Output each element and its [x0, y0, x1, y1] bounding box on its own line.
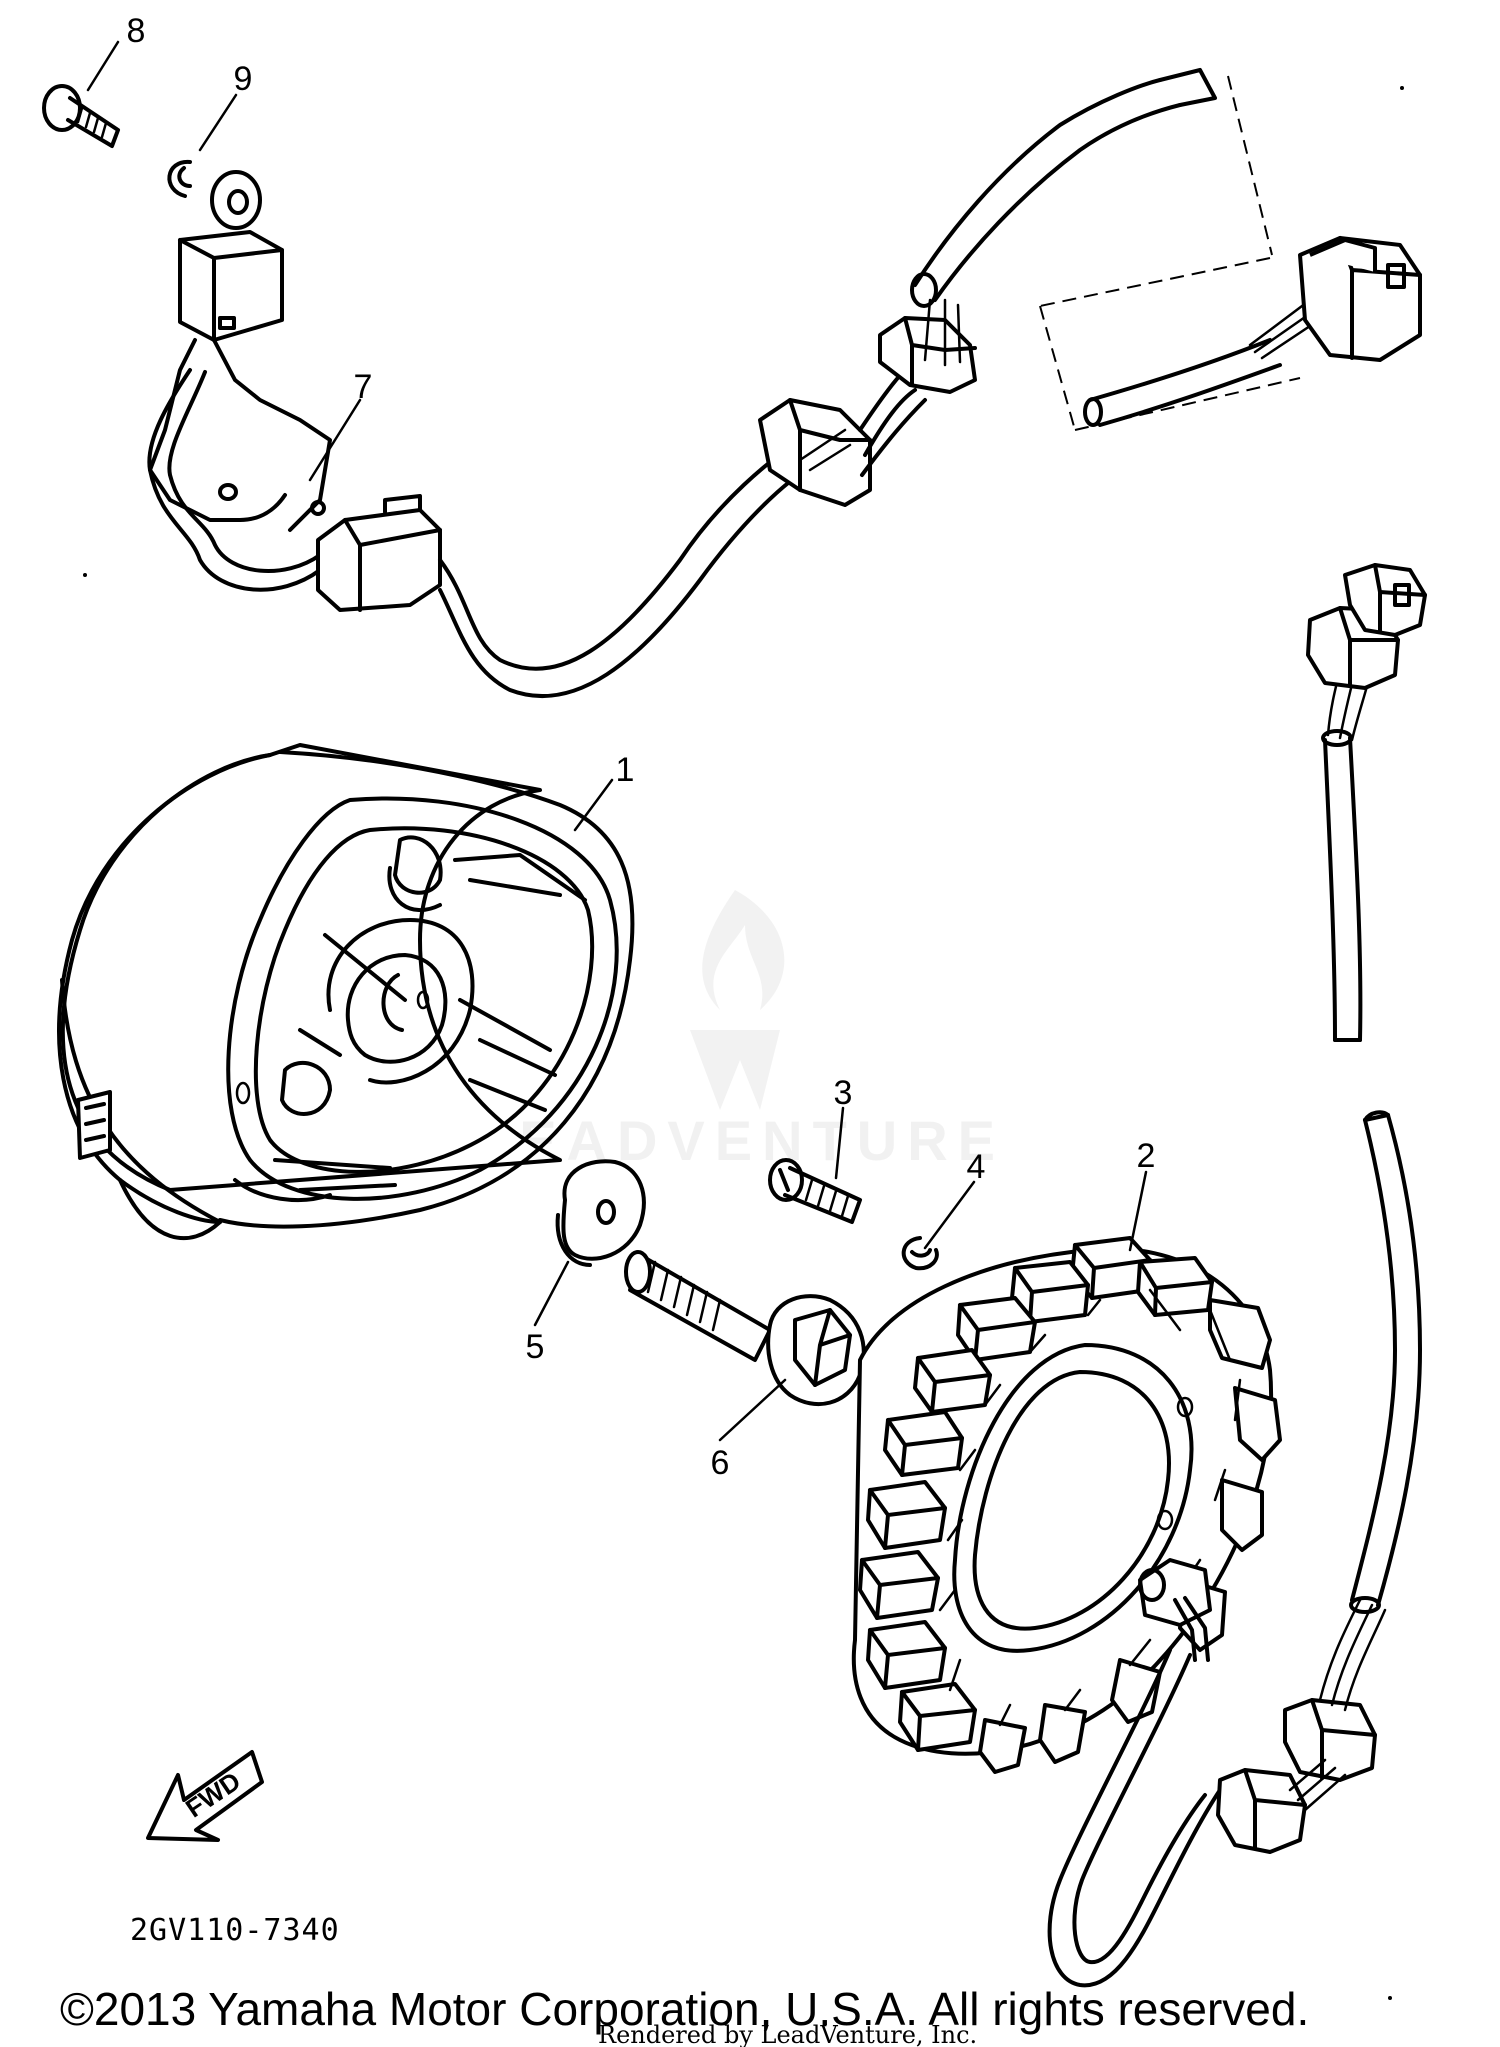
- stator-poles: [858, 1236, 1282, 1774]
- speck: [83, 573, 87, 577]
- pickup-harness-cable: [438, 68, 1217, 698]
- callout-9: 9: [234, 60, 253, 98]
- callout-4: 4: [967, 1148, 986, 1186]
- rendered-by-notice: Rendered by LeadVenture, Inc.: [598, 2021, 977, 2047]
- callout-5: 5: [526, 1328, 545, 1366]
- flywheel-rotor-icon: [57, 743, 635, 1241]
- screw-3-icon: [768, 1158, 862, 1224]
- lock-washer-9-icon: [167, 159, 192, 198]
- pickup-connector-icon: [1083, 236, 1422, 427]
- leader-lines: [86, 40, 1148, 1442]
- forward-direction-arrow-icon: FWD: [146, 1750, 264, 1842]
- pickup-coil-icon: [147, 170, 332, 592]
- screw-8-icon: [42, 84, 120, 148]
- pickup-coil-assembly: [42, 68, 1422, 698]
- stator-harness: [1047, 563, 1427, 1988]
- callout-8: 8: [127, 12, 146, 50]
- watermark-text: LEADVENTURE: [475, 1109, 1005, 1172]
- callout-3: 3: [834, 1074, 853, 1112]
- watermark-logo: LEADVENTURE: [475, 890, 1005, 1172]
- coil-connector-icon: [316, 494, 442, 612]
- bolt-6-icon: [624, 1250, 866, 1406]
- callout-1: 1: [616, 751, 635, 789]
- callout-labels: 8 9 7 1 2 3 4 5 6: [127, 12, 1156, 1482]
- speck: [1388, 1996, 1392, 2000]
- callout-2: 2: [1137, 1137, 1156, 1175]
- callout-6: 6: [711, 1444, 730, 1482]
- speck: [1400, 86, 1404, 90]
- callout-7: 7: [354, 368, 373, 406]
- lock-washer-4-icon: [901, 1236, 939, 1271]
- washer-5-icon: [555, 1159, 646, 1267]
- diagram-code: 2GV110-7340: [130, 1913, 340, 1948]
- copyright-notice: ©2013 Yamaha Motor Corporation, U.S.A. A…: [60, 1983, 1309, 2035]
- stator-coil-icon: [851, 1236, 1282, 1774]
- connection-indicator: [1039, 75, 1301, 431]
